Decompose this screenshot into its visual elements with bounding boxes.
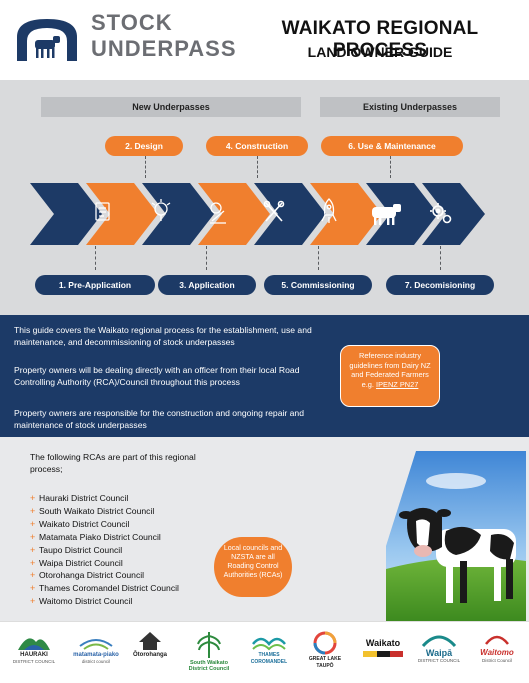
matamata-wave-icon bbox=[79, 639, 113, 650]
waipa-logo: Waipā DISTRICT COUNCIL bbox=[414, 630, 464, 678]
industry-guidelines-callout: Reference industry guidelines from Dairy… bbox=[340, 345, 440, 407]
callout-link-prefix: e.g. bbox=[361, 379, 377, 389]
step-1-pre-application: 1. Pre-Application bbox=[35, 275, 155, 295]
bullet-icon: + bbox=[30, 570, 36, 581]
info-section: This guide covers the Waikato regional p… bbox=[0, 315, 529, 437]
info-paragraph-2: Property owners will be dealing directly… bbox=[14, 365, 300, 387]
list-item: +Waipa District Council bbox=[30, 557, 123, 568]
bullet-icon: + bbox=[30, 505, 36, 516]
matamata-piako-logo: matamata-piako district council bbox=[68, 630, 124, 678]
fern-icon bbox=[197, 632, 221, 658]
connector-pre-application bbox=[95, 246, 96, 270]
callout-text: Reference industry guidelines from Dairy… bbox=[349, 351, 431, 379]
otorohanga-logo: Ōtorohanga bbox=[130, 630, 170, 678]
list-item: +Taupo District Council bbox=[30, 544, 123, 555]
step-7-decomisioning: 7. Decomisioning bbox=[386, 275, 494, 295]
page-title: WAIKATO REGIONAL PROCESS bbox=[281, 18, 479, 61]
page-subtitle: LAND OWNER GUIDE bbox=[307, 44, 453, 60]
pencil-sketch-icon bbox=[210, 202, 226, 224]
idea-head-icon bbox=[151, 199, 171, 221]
process-chevrons bbox=[30, 183, 485, 245]
taupo-logo: GREAT LAKE TAUPŌ bbox=[300, 630, 350, 678]
logo-line-1: STOCK bbox=[91, 10, 173, 35]
list-item: +South Waikato District Council bbox=[30, 505, 155, 516]
bullet-icon: + bbox=[30, 518, 36, 529]
waipa-mark-icon bbox=[421, 635, 457, 648]
step-5-commissioning: 5. Commissioning bbox=[264, 275, 372, 295]
rca-intro: The following RCAs are part of this regi… bbox=[30, 452, 196, 474]
south-waikato-logo: South Waikato District Council bbox=[180, 630, 238, 678]
header: STOCK UNDERPASS WAIKATO REGIONAL PROCESS… bbox=[0, 0, 529, 80]
info-paragraph-1: This guide covers the Waikato regional p… bbox=[14, 325, 312, 347]
bullet-icon: + bbox=[30, 583, 36, 594]
rca-list: +Hauraki District Council +South Waikato… bbox=[30, 492, 179, 608]
step-4-construction: 4. Construction bbox=[206, 136, 308, 156]
rca-section: The following RCAs are part of this regi… bbox=[0, 437, 529, 621]
step-6-use-maintenance: 6. Use & Maintenance bbox=[321, 136, 463, 156]
bullet-icon: + bbox=[30, 493, 36, 503]
process-diagram: New Underpasses Existing Underpasses 2. … bbox=[0, 80, 529, 315]
connector-application bbox=[206, 246, 207, 270]
taupo-ring-icon bbox=[313, 631, 337, 655]
hauraki-mark-icon bbox=[18, 638, 50, 650]
rca-note-bubble: Local councils and NZSTA are all Roading… bbox=[214, 537, 292, 597]
tools-icon bbox=[263, 200, 285, 222]
list-item: +Waikato District Council bbox=[30, 518, 130, 529]
connector-use bbox=[390, 156, 391, 178]
list-item: +Thames Coromandel District Council bbox=[30, 583, 179, 594]
step-3-application: 3. Application bbox=[158, 275, 256, 295]
bullet-icon: + bbox=[30, 544, 36, 555]
waitomo-logo: Waitomo District Council bbox=[470, 630, 524, 678]
cow-icon bbox=[372, 204, 401, 225]
stock-underpass-logo-icon bbox=[17, 19, 77, 61]
bullet-icon: + bbox=[30, 531, 36, 542]
cow-photo-image bbox=[386, 451, 526, 621]
waikato-logo: Waikato bbox=[358, 630, 408, 678]
otorohanga-mark-icon bbox=[139, 632, 161, 650]
connector-design bbox=[145, 156, 146, 178]
list-item: +Otorohanga District Council bbox=[30, 570, 145, 581]
logo-wordmark: STOCK UNDERPASS bbox=[91, 12, 237, 60]
waitomo-mark-icon bbox=[485, 635, 509, 645]
connector-commissioning bbox=[318, 246, 319, 270]
list-item: +Waitomo District Council bbox=[30, 596, 133, 607]
step-2-design: 2. Design bbox=[105, 136, 183, 156]
band-new-underpasses: New Underpasses bbox=[41, 97, 301, 117]
connector-construction bbox=[257, 156, 258, 178]
document-icon bbox=[95, 202, 110, 221]
bullet-icon: + bbox=[30, 557, 36, 568]
hauraki-logo: HAURAKI DISTRICT COUNCIL bbox=[10, 630, 58, 678]
waikato-stripe-icon bbox=[363, 651, 403, 657]
rocket-icon bbox=[321, 198, 337, 223]
connector-decommissioning bbox=[440, 246, 441, 270]
thames-wave-icon bbox=[252, 637, 286, 651]
ipenz-pn27-link[interactable]: IPENZ PN27 bbox=[376, 379, 419, 389]
list-item: +Hauraki District Council bbox=[30, 493, 129, 503]
info-paragraph-3: Property owners are responsible for the … bbox=[14, 408, 304, 430]
band-existing-underpasses: Existing Underpasses bbox=[320, 97, 500, 117]
logo-line-2: UNDERPASS bbox=[91, 36, 237, 61]
bullet-icon: + bbox=[30, 596, 36, 607]
thames-coromandel-logo: THAMES COROMANDEL bbox=[246, 630, 292, 678]
gears-icon bbox=[430, 203, 452, 224]
list-item: +Matamata Piako District Council bbox=[30, 531, 161, 542]
council-logos-footer: HAURAKI DISTRICT COUNCIL matamata-piako … bbox=[0, 621, 529, 683]
